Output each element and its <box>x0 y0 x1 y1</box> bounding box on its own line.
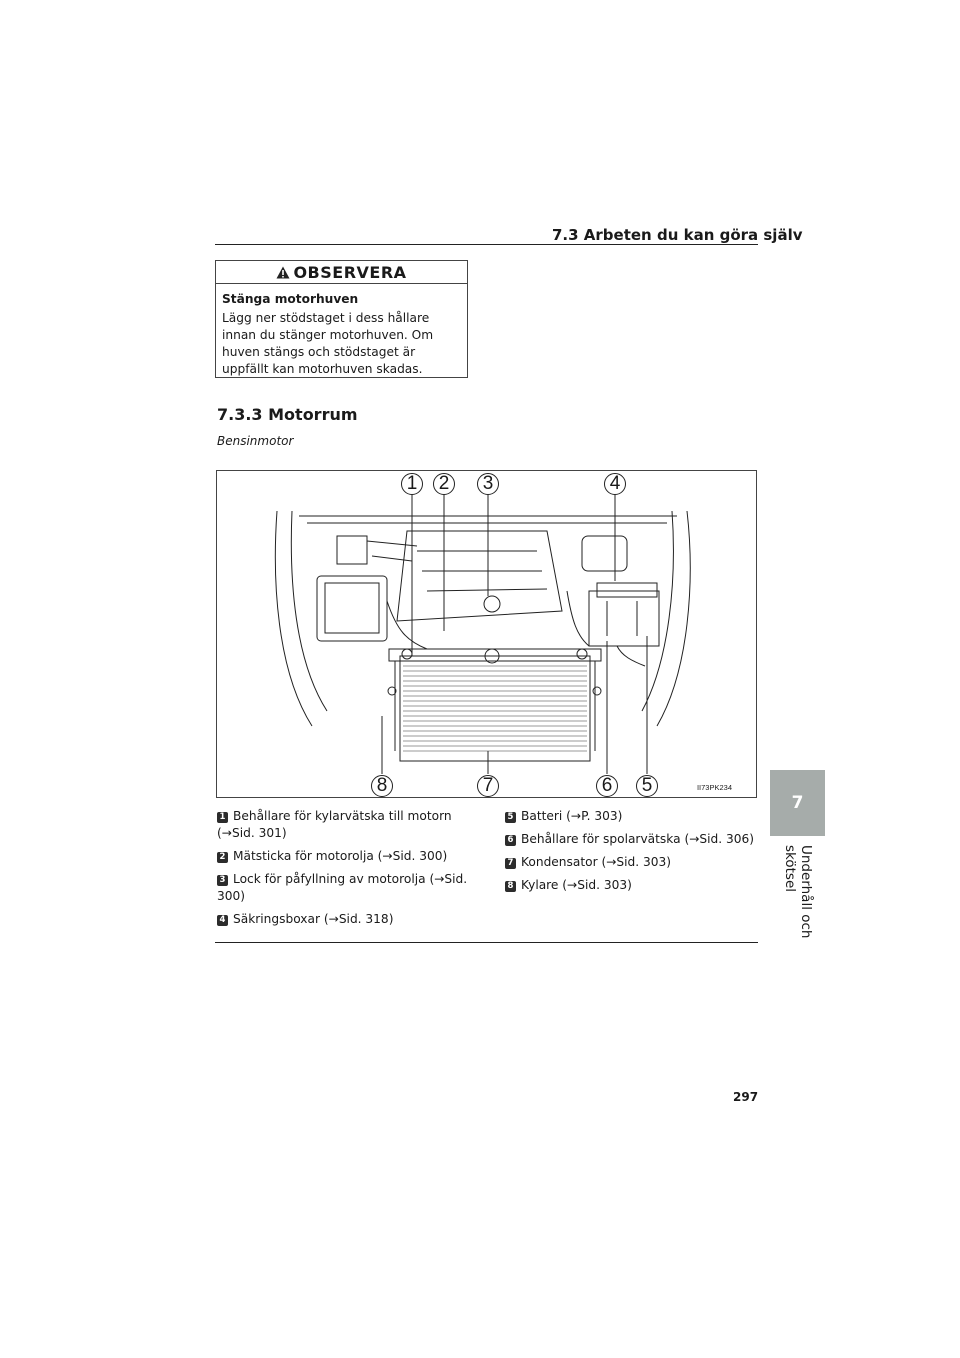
legend-badge: 2 <box>217 852 228 863</box>
page-number: 297 <box>733 1090 759 1104</box>
legend-item: 5 Batteri (→P. 303) <box>505 808 765 825</box>
callout-1: 1 <box>401 473 423 495</box>
legend-item: 7 Kondensator (→Sid. 303) <box>505 854 765 871</box>
callout-3: 3 <box>477 473 499 495</box>
legend-item: 2 Mätsticka för motorolja (→Sid. 300) <box>217 848 477 865</box>
callout-8: 8 <box>371 775 393 797</box>
chapter-tab[interactable]: 7 <box>770 770 825 836</box>
engine-bay-illustration <box>274 493 691 774</box>
legend-badge: 6 <box>505 835 516 846</box>
legend-badge: 3 <box>217 875 228 886</box>
legend-badge: 1 <box>217 812 228 823</box>
chapter-label: Underhåll och skötsel <box>782 845 814 939</box>
notice-title: Stänga motorhuven <box>222 292 359 306</box>
notice-box: OBSERVERA Stänga motorhuven Lägg ner stö… <box>215 260 468 378</box>
engine-bay-figure: 1 2 3 4 8 7 6 5 II73PK234 <box>216 470 757 798</box>
notice-heading: OBSERVERA <box>293 262 407 282</box>
notice-body: Lägg ner stödstaget i dess hållare innan… <box>222 311 434 376</box>
callout-7: 7 <box>477 775 499 797</box>
legend-item: 6 Behållare för spolarvätska (→Sid. 306) <box>505 831 765 848</box>
bottom-rule <box>215 942 758 943</box>
section-title: 7.3.3 Motorrum <box>217 405 358 424</box>
warning-triangle-icon <box>276 266 290 278</box>
legend-badge: 7 <box>505 858 516 869</box>
figure-code: II73PK234 <box>696 783 732 792</box>
legend-text: Säkringsboxar (→Sid. 318) <box>233 912 394 926</box>
legend-text: Kondensator (→Sid. 303) <box>521 855 672 869</box>
header-rule <box>215 244 758 245</box>
callout-2: 2 <box>433 473 455 495</box>
legend-badge: 4 <box>217 915 228 926</box>
legend-text: Kylare (→Sid. 303) <box>521 878 632 892</box>
legend-text: Mätsticka för motorolja (→Sid. 300) <box>233 849 448 863</box>
header-section-title: 7.3 Arbeten du kan göra själv <box>552 226 803 244</box>
legend-text: Behållare för kylarvätska till motorn (→… <box>217 809 452 840</box>
legend-badge: 8 <box>505 881 516 892</box>
callout-5: 5 <box>636 775 658 797</box>
legend-text: Lock för påfyllning av motorolja (→Sid. … <box>217 872 468 903</box>
section-subtitle: Bensinmotor <box>217 434 294 448</box>
legend-item: 4 Säkringsboxar (→Sid. 318) <box>217 911 477 928</box>
legend-text: Batteri (→P. 303) <box>521 809 623 823</box>
legend-right: 5 Batteri (→P. 303) 6 Behållare för spolar… <box>505 808 765 900</box>
legend-item: 8 Kylare (→Sid. 303) <box>505 877 765 894</box>
legend-badge: 5 <box>505 812 516 823</box>
legend-text: Behållare för spolarvätska (→Sid. 306) <box>521 832 755 846</box>
callout-6: 6 <box>596 775 618 797</box>
callout-4: 4 <box>604 473 626 495</box>
notice-heading-bar: OBSERVERA <box>216 261 467 284</box>
